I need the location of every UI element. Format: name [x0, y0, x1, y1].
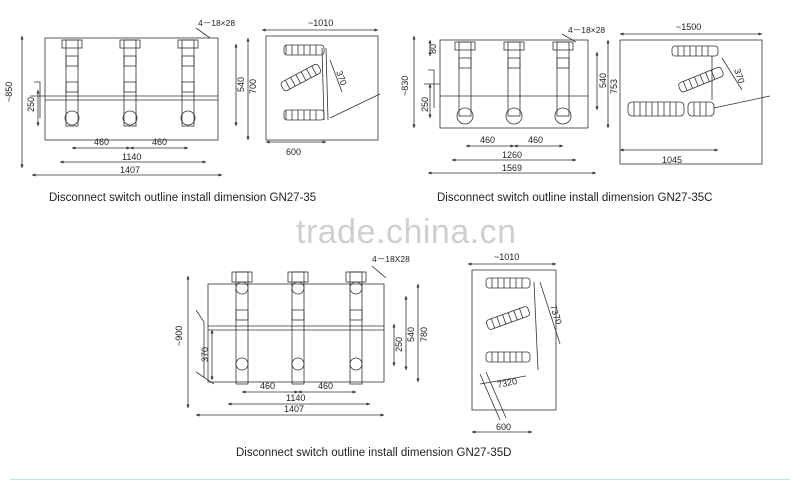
operating-handle — [195, 309, 215, 385]
overall-height-label: ~850 — [4, 82, 14, 102]
insulator-top — [485, 277, 531, 289]
pole-3 — [552, 41, 574, 125]
insulator-top — [283, 44, 325, 56]
caption-gn27-35c: Disconnect switch outline install dimens… — [437, 192, 713, 204]
switch-blade — [479, 371, 507, 421]
width-1140-label: 1140 — [286, 393, 305, 403]
height-753-label: 753 — [609, 79, 619, 94]
side-view-gn27-35c — [619, 32, 771, 165]
side-width-label: ~1500 — [676, 22, 701, 32]
height-700-label: 700 — [248, 79, 258, 94]
mounting-frame — [44, 37, 219, 141]
pole-1 — [231, 271, 253, 385]
pole-1 — [61, 39, 83, 127]
pitch-a-label: 460 — [480, 135, 495, 145]
width-1407-label: 1407 — [120, 165, 140, 175]
switch-blade — [329, 93, 381, 119]
height-540-label: 540 — [598, 73, 608, 88]
insulator-bottom — [283, 109, 325, 121]
side-1045-label: 1045 — [662, 155, 682, 165]
front-view-gn27-35c — [412, 33, 610, 175]
pole-2 — [503, 41, 525, 125]
height-540-label: 540 — [236, 77, 246, 92]
side-600-label: 600 — [286, 147, 301, 157]
pole-1 — [454, 41, 476, 125]
caption-gn27-35: Disconnect switch outline install dimens… — [49, 192, 317, 204]
holes-label: 4－18×28 — [198, 18, 235, 28]
height-370-label: 370 — [200, 347, 210, 362]
width-1140-label: 1140 — [122, 152, 141, 162]
pitch-a-label: 460 — [94, 137, 109, 147]
side-width-label: ~1010 — [494, 252, 519, 262]
pole-2 — [287, 271, 309, 385]
side-7320-label: 7320 — [496, 376, 518, 390]
insulator-bottom — [485, 351, 531, 363]
holes-label: 4－18×28 — [568, 25, 605, 35]
insulator-horizontal-short — [687, 101, 715, 117]
pitch-b-label: 460 — [318, 381, 333, 391]
front-view-gn27-35 — [20, 27, 250, 177]
height-540-label: 540 — [406, 327, 416, 342]
width-1407-label: 1407 — [284, 404, 304, 414]
insulator-angled — [486, 306, 530, 330]
caption-gn27-35d: Disconnect switch outline install dimens… — [236, 447, 512, 459]
pitch-b-label: 460 — [152, 137, 167, 147]
pitch-a-label: 460 — [260, 381, 275, 391]
side-view-gn27-35d — [467, 262, 561, 434]
side-370-label: 370 — [334, 69, 349, 87]
insulator-top — [671, 45, 719, 57]
pole-3 — [345, 271, 367, 385]
watermark: trade.china.cn — [296, 213, 517, 251]
pole-3 — [177, 39, 199, 127]
insulator-angled — [678, 66, 724, 93]
side-width-label: ~1010 — [308, 18, 333, 28]
width-1569-label: 1569 — [502, 163, 522, 173]
height-250-label: 250 — [394, 337, 404, 352]
overall-height-label: ~900 — [174, 326, 184, 346]
side-view-gn27-35 — [261, 28, 381, 144]
operating-handle — [424, 69, 440, 108]
insulator-angled — [280, 63, 322, 92]
front-view-gn27-35d — [186, 265, 420, 417]
pole-2 — [119, 39, 141, 127]
height-250-label: 250 — [26, 97, 36, 112]
height-250-label: 250 — [420, 97, 430, 112]
insulator-horizontal-long — [627, 101, 685, 117]
side-600-label: 600 — [496, 422, 511, 432]
side-370-label: 370 — [732, 67, 747, 85]
height-780-label: 780 — [419, 327, 429, 342]
height-80-label: 80 — [428, 44, 438, 54]
pitch-b-label: 460 — [528, 135, 543, 145]
switch-blade — [711, 56, 771, 109]
overall-height-label: ~830 — [400, 76, 410, 96]
width-1260-label: 1260 — [502, 150, 522, 160]
holes-label: 4－18X28 — [372, 254, 410, 264]
bottom-divider — [10, 479, 790, 480]
